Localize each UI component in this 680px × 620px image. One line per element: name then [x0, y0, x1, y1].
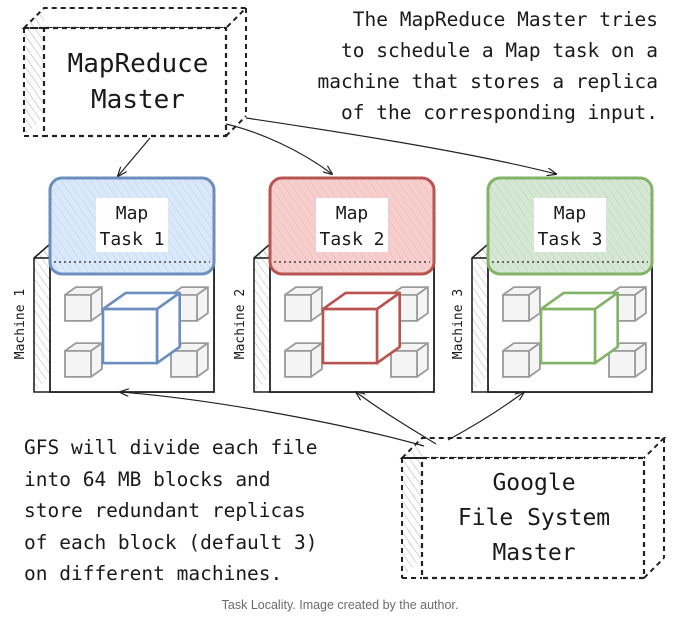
scheduling-arrows — [118, 117, 556, 176]
arrow-to-task-2 — [225, 123, 332, 174]
gfs-replication-note: GFS will divide each file into 64 MB blo… — [24, 436, 318, 585]
machine-label: Machine 1 — [13, 289, 28, 359]
machine-label: Machine 3 — [451, 289, 466, 359]
arrow-to-machine-1 — [120, 392, 425, 447]
arrow-to-machine-2 — [356, 392, 437, 445]
figure-caption: Task Locality. Image created by the auth… — [221, 598, 459, 612]
replica-blocks — [64, 286, 209, 378]
scheduling-note: The MapReduce Master tries to schedule a… — [317, 8, 658, 124]
input-replica-cube — [101, 291, 181, 365]
arrow-to-task-1 — [118, 137, 151, 176]
input-replica-cube — [321, 291, 401, 365]
replica-arrows — [120, 392, 524, 447]
arrow-to-task-3 — [245, 117, 556, 174]
arrow-to-machine-3 — [447, 392, 524, 441]
input-replica-cube — [539, 291, 619, 365]
machine-label: Machine 2 — [233, 289, 248, 359]
